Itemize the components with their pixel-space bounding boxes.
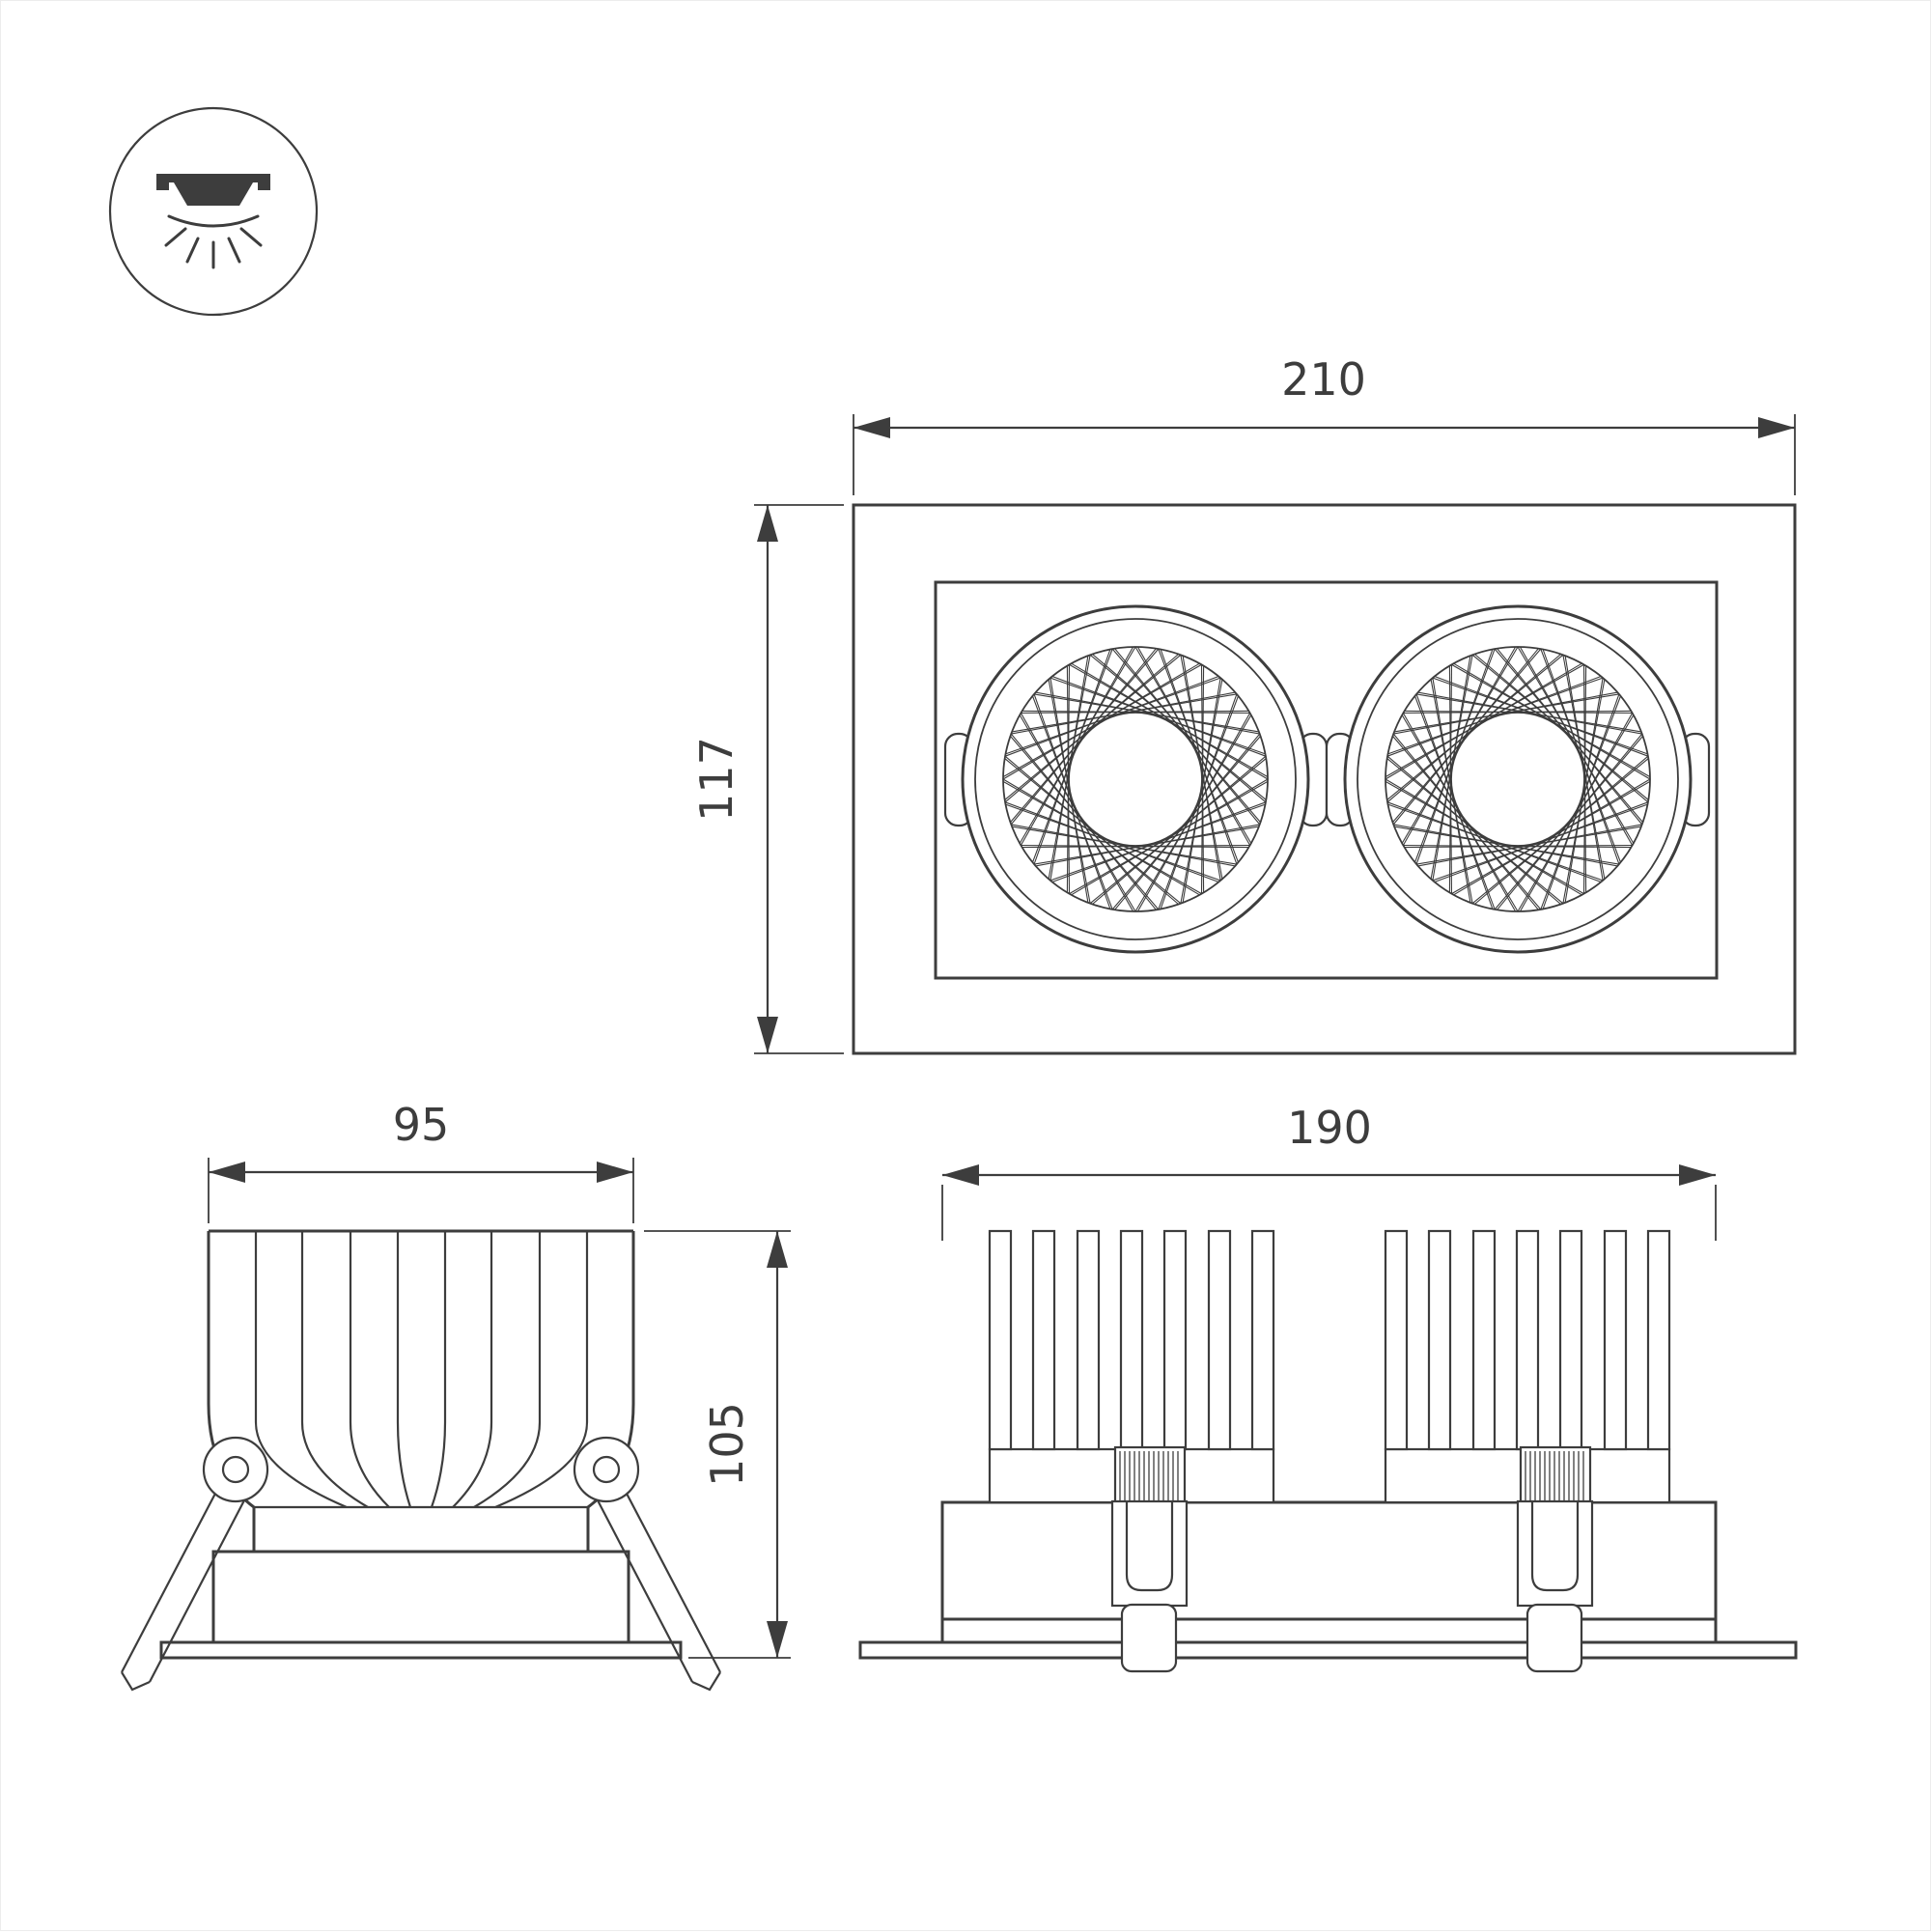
clip-bracket — [1516, 1499, 1594, 1608]
side-view — [121, 1229, 721, 1692]
fin-bar — [1558, 1229, 1583, 1451]
clip-pivot — [573, 1436, 640, 1503]
ray — [227, 237, 241, 264]
fin-curve — [349, 1421, 390, 1508]
fin-curve — [430, 1421, 447, 1508]
ray — [239, 227, 263, 247]
lamp-bezel-inner — [1357, 618, 1679, 940]
dimension-arrowhead — [757, 505, 778, 542]
lamp-left — [961, 604, 1310, 954]
clip-arm — [121, 1489, 218, 1673]
fin-curve — [300, 1421, 369, 1508]
clip-bracket-slot — [1125, 1501, 1174, 1592]
trim-housing — [211, 1550, 630, 1644]
fin-curve — [396, 1421, 412, 1508]
fin-bar — [1384, 1229, 1409, 1451]
dimension-arrowhead — [597, 1162, 633, 1183]
clip-bracket-slot — [1530, 1501, 1580, 1592]
dimension-label-front-height: 117 — [690, 737, 742, 822]
led-center — [1450, 712, 1585, 847]
fin-bar — [1031, 1229, 1056, 1451]
dimension-arrowhead — [854, 417, 890, 438]
fin-curve — [473, 1421, 542, 1508]
fin-bar — [1162, 1229, 1188, 1451]
lamp-right — [1343, 604, 1693, 954]
dimension-side-width: 95 — [208, 1099, 634, 1223]
clip-foot — [1120, 1603, 1178, 1673]
front-outer-frame — [852, 503, 1797, 1055]
body-box — [940, 1500, 1718, 1621]
mounting-clip-right — [1516, 1445, 1594, 1673]
clip-spring-coil — [1519, 1445, 1592, 1506]
dimension-label-elevation-width: 190 — [1287, 1102, 1372, 1154]
dimension-label-front-width: 210 — [1281, 353, 1366, 406]
fin-bar — [1646, 1229, 1671, 1451]
fin-bar — [1076, 1229, 1101, 1451]
ray — [164, 227, 187, 247]
icon-light-rays — [164, 227, 263, 269]
icon-diffuser-arc — [167, 214, 260, 228]
clip-pivot-axle — [592, 1455, 621, 1484]
icon-ceiling-tick-left — [156, 182, 169, 190]
dimension-front-height: 117 — [690, 504, 844, 1054]
spring-clip-right — [573, 1436, 721, 1692]
fin-bar — [1119, 1229, 1144, 1451]
dimension-arrowhead — [1679, 1164, 1716, 1186]
dimension-arrowhead — [209, 1162, 245, 1183]
front-view — [852, 503, 1797, 1055]
icon-circle — [108, 106, 319, 317]
fin-curve — [254, 1421, 348, 1509]
icon-lamp-body — [174, 182, 253, 206]
led-center — [1068, 712, 1203, 847]
clip-pivot-axle — [221, 1455, 250, 1484]
dimension-arrowhead — [1758, 417, 1795, 438]
heatsink-fins — [254, 1231, 589, 1509]
clip-arm — [624, 1489, 721, 1673]
ceiling-flange — [159, 1640, 683, 1660]
recessed-downlight-icon — [108, 106, 319, 317]
ceiling-flange — [858, 1640, 1798, 1660]
dimension-arrowhead — [767, 1621, 788, 1658]
fin-bar — [1515, 1229, 1540, 1451]
fin-curve — [452, 1421, 493, 1508]
dimension-arrowhead — [757, 1017, 778, 1053]
fin-bar — [1207, 1229, 1232, 1451]
clip-pivot — [202, 1436, 269, 1503]
front-inner-frame — [934, 580, 1719, 980]
dimension-arrowhead — [767, 1231, 788, 1268]
lamp-bezel-inner — [974, 618, 1297, 940]
dimension-label-side-height: 105 — [701, 1402, 753, 1487]
icon-ceiling-tick-right — [258, 182, 270, 190]
ray — [185, 237, 200, 264]
fin-bar — [1471, 1229, 1497, 1451]
clip-spring-coil — [1113, 1445, 1187, 1506]
fin-bar — [1603, 1229, 1628, 1451]
spring-clip-left — [121, 1436, 269, 1692]
fin-bar — [1250, 1229, 1275, 1451]
elevation-view — [858, 1229, 1798, 1673]
fin-bar — [988, 1229, 1013, 1451]
fin-curve — [494, 1421, 589, 1509]
icon-ceiling-bar — [156, 174, 270, 182]
clip-arm — [596, 1498, 693, 1683]
clip-arm — [149, 1498, 246, 1683]
clip-tip — [121, 1671, 151, 1692]
dimension-label-side-width: 95 — [393, 1099, 450, 1151]
dimension-side-height: 105 — [644, 1230, 791, 1659]
dimension-elevation-width: 190 — [941, 1102, 1717, 1241]
mounting-clip-left — [1110, 1445, 1189, 1673]
fin-bar — [1427, 1229, 1452, 1451]
dimension-front-width: 210 — [853, 353, 1796, 495]
dimension-arrowhead — [942, 1164, 979, 1186]
clip-tip — [691, 1671, 721, 1692]
clip-foot — [1525, 1603, 1583, 1673]
